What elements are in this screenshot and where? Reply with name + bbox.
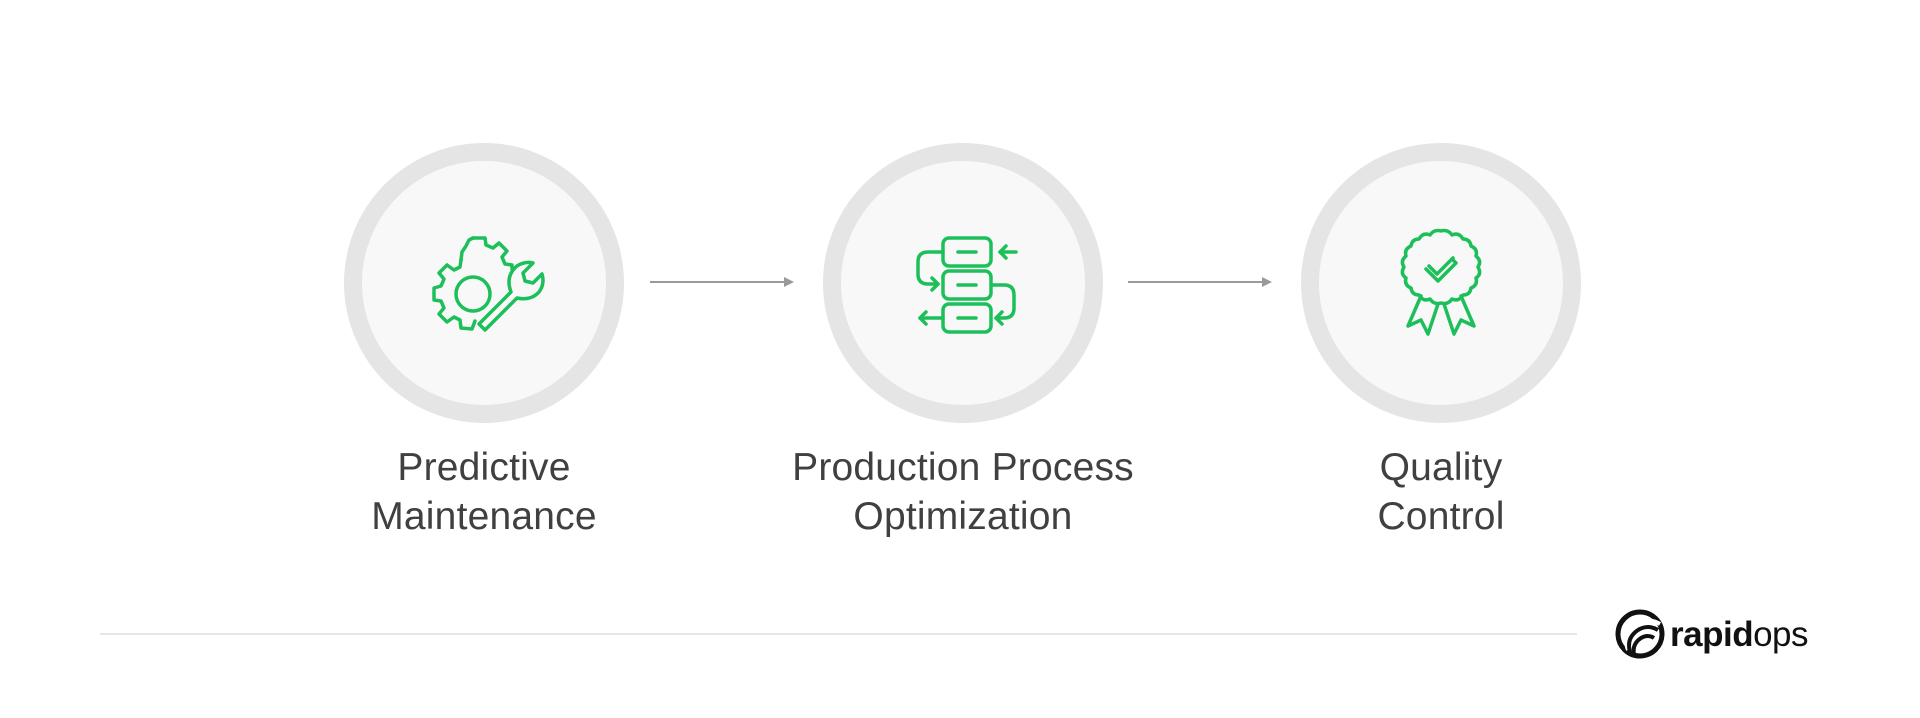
- step-label: Production Process Optimization: [743, 443, 1183, 541]
- step-label: Quality Control: [1221, 443, 1661, 541]
- rapidops-logo-icon: [1615, 609, 1665, 659]
- award-badge-icon: [1400, 228, 1482, 336]
- step-production-process-optimization: Production Process Optimization: [792, 143, 1134, 538]
- flow-arrow: [1128, 277, 1272, 287]
- step-label-line2: Control: [1377, 495, 1505, 538]
- step-circle: [1301, 143, 1581, 423]
- rapidops-logo: rapidops: [1614, 608, 1809, 660]
- gear-wrench-icon: [432, 236, 545, 332]
- step-circle: [823, 143, 1103, 423]
- step-label-line2: Optimization: [853, 495, 1073, 538]
- step-label: Predictive Maintenance: [264, 443, 704, 541]
- step-label-line1: Quality: [1379, 446, 1503, 489]
- process-flow-icon: [916, 236, 1018, 334]
- brand-name-light: ops: [1753, 614, 1809, 654]
- flow-arrow: [650, 277, 794, 287]
- brand-wordmark: rapidops: [1670, 614, 1809, 654]
- step-label-line1: Predictive: [397, 446, 571, 489]
- step-quality-control: Quality Control: [1301, 143, 1581, 538]
- step-label-line1: Production Process: [792, 446, 1134, 489]
- brand-name-bold: rapid: [1670, 614, 1754, 654]
- step-circle: [344, 143, 624, 423]
- footer-divider: [100, 633, 1577, 635]
- step-predictive-maintenance: Predictive Maintenance: [344, 143, 624, 538]
- step-label-line2: Maintenance: [371, 495, 597, 538]
